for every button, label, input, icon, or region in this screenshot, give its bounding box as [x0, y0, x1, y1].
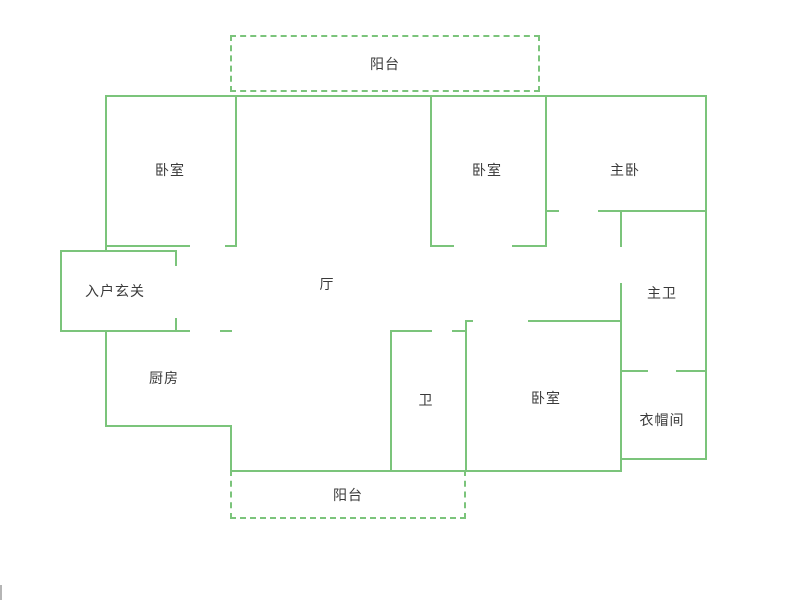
wall-segment: [105, 95, 707, 97]
wall-segment: [60, 330, 190, 332]
wall-segment: [175, 250, 177, 266]
wall-segment: [105, 95, 107, 252]
wall-segment: [620, 210, 622, 247]
room-label-bedroom-bottom: 卧室: [531, 391, 561, 407]
wall-segment: [620, 458, 707, 460]
wall-segment: [225, 245, 237, 247]
wall-segment: [105, 425, 232, 427]
wall-segment: [620, 370, 648, 372]
wall-segment: [705, 95, 707, 460]
wall-segment: [528, 320, 622, 322]
wall-segment: [230, 425, 232, 472]
wall-segment: [620, 458, 622, 472]
wall-segment: [390, 330, 392, 472]
room-label-bathroom: 卫: [418, 393, 434, 409]
wall-segment: [235, 95, 237, 247]
room-label-entry-foyer: 入户玄关: [85, 284, 145, 300]
wall-segment: [220, 330, 232, 332]
room-label-balcony-top: 阳台: [370, 56, 400, 73]
wall-segment: [60, 250, 62, 332]
wall-segment: [545, 210, 559, 212]
wall-segment: [105, 245, 190, 247]
room-label-kitchen: 厨房: [149, 371, 179, 387]
wall-segment: [676, 370, 707, 372]
room-label-balcony-bottom: 阳台: [333, 487, 363, 504]
wall-segment: [512, 245, 547, 247]
balcony-bottom: 阳台: [230, 470, 466, 519]
balcony-top: 阳台: [230, 35, 540, 92]
wall-segment: [60, 250, 177, 252]
wall-segment: [452, 330, 467, 332]
wall-segment: [105, 330, 107, 427]
room-label-bedroom-top-left: 卧室: [155, 163, 185, 179]
wall-segment: [430, 245, 454, 247]
room-label-cloakroom: 衣帽间: [639, 413, 685, 429]
room-label-master-bedroom: 主卧: [610, 163, 640, 179]
wall-segment: [175, 318, 177, 332]
wall-segment: [230, 470, 622, 472]
room-label-living-room: 厅: [319, 277, 335, 293]
wall-segment: [545, 95, 547, 247]
wall-segment: [465, 320, 467, 472]
wall-segment: [430, 95, 432, 247]
room-label-master-bathroom: 主卫: [647, 286, 677, 302]
corner-artifact: [0, 585, 2, 600]
wall-segment: [465, 320, 473, 322]
wall-segment: [390, 330, 432, 332]
wall-segment: [598, 210, 707, 212]
room-label-bedroom-top-middle: 卧室: [472, 163, 502, 179]
